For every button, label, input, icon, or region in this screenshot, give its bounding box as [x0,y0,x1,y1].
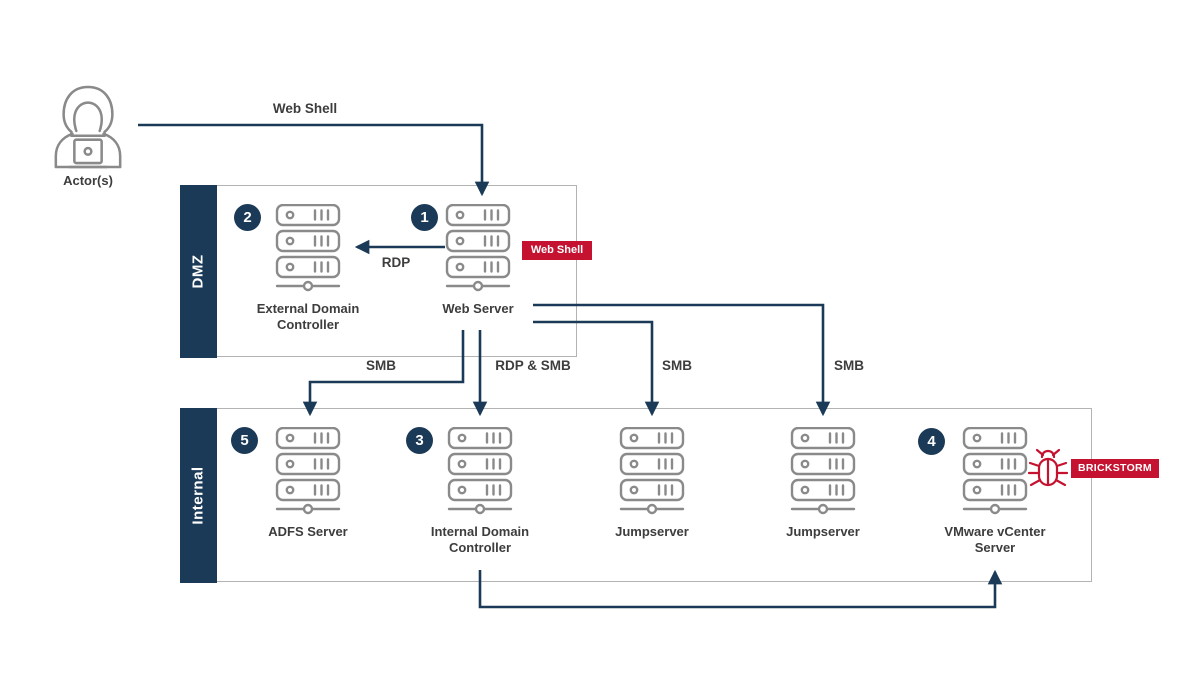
edge-label-smb-jump1: SMB [662,358,692,373]
brickstorm-callout-badge: BRICKSTORM [1071,459,1159,478]
server-stack-icon [619,427,685,515]
malware-bug-icon [1028,448,1068,487]
node-label: Jumpserver [786,524,860,539]
edge-label-rdp: RDP [381,255,411,270]
dmz-band: DMZ [179,184,217,358]
node-vmware-vcenter-server: VMware vCenter Server [915,427,1075,557]
node-label: VMware vCenter Server [944,524,1046,556]
threat-actor-icon [54,85,122,169]
internal-band: Internal [179,407,217,583]
server-stack-icon [445,204,511,292]
edge-label-web-shell: Web Shell [272,101,338,116]
node-jumpserver-2: Jumpserver [743,427,903,540]
server-stack-icon [790,427,856,515]
edge-webserver-to-adfs [302,330,465,417]
server-stack-icon [447,427,513,515]
server-stack-icon [275,427,341,515]
server-stack-icon [962,427,1028,515]
node-jumpserver-1: Jumpserver [572,427,732,540]
edge-actor-to-webserver [138,123,490,197]
node-label: Internal Domain Controller [430,524,530,556]
step-badge-3: 3 [406,427,433,454]
node-label: Web Server [442,301,514,316]
node-web-server: Web Server [398,204,558,317]
actor-node: Actor(s) [47,84,129,188]
server-stack-icon [275,204,341,292]
actor-label: Actor(s) [63,173,113,188]
edge-label-smb-jump2: SMB [834,358,864,373]
step-badge-2: 2 [234,204,261,231]
step-badge-4: 4 [918,428,945,455]
node-external-domain-controller: External Domain Controller [228,204,388,334]
edge-webserver-to-jumpserver1 [533,320,660,417]
node-internal-domain-controller: Internal Domain Controller [400,427,560,557]
step-badge-1: 1 [411,204,438,231]
node-label: External Domain Controller [256,301,360,333]
node-label: Jumpserver [615,524,689,539]
node-label: ADFS Server [268,524,348,539]
edge-webserver-to-jumpserver2 [533,303,831,417]
edge-internaldc-to-vcenter [478,569,1003,609]
edge-label-smb-adfs: SMB [366,358,396,373]
node-adfs-server: ADFS Server [228,427,388,540]
step-badge-5: 5 [231,427,258,454]
edge-label-rdp-smb: RDP & SMB [495,358,571,373]
web-shell-callout-badge: Web Shell [522,241,592,260]
